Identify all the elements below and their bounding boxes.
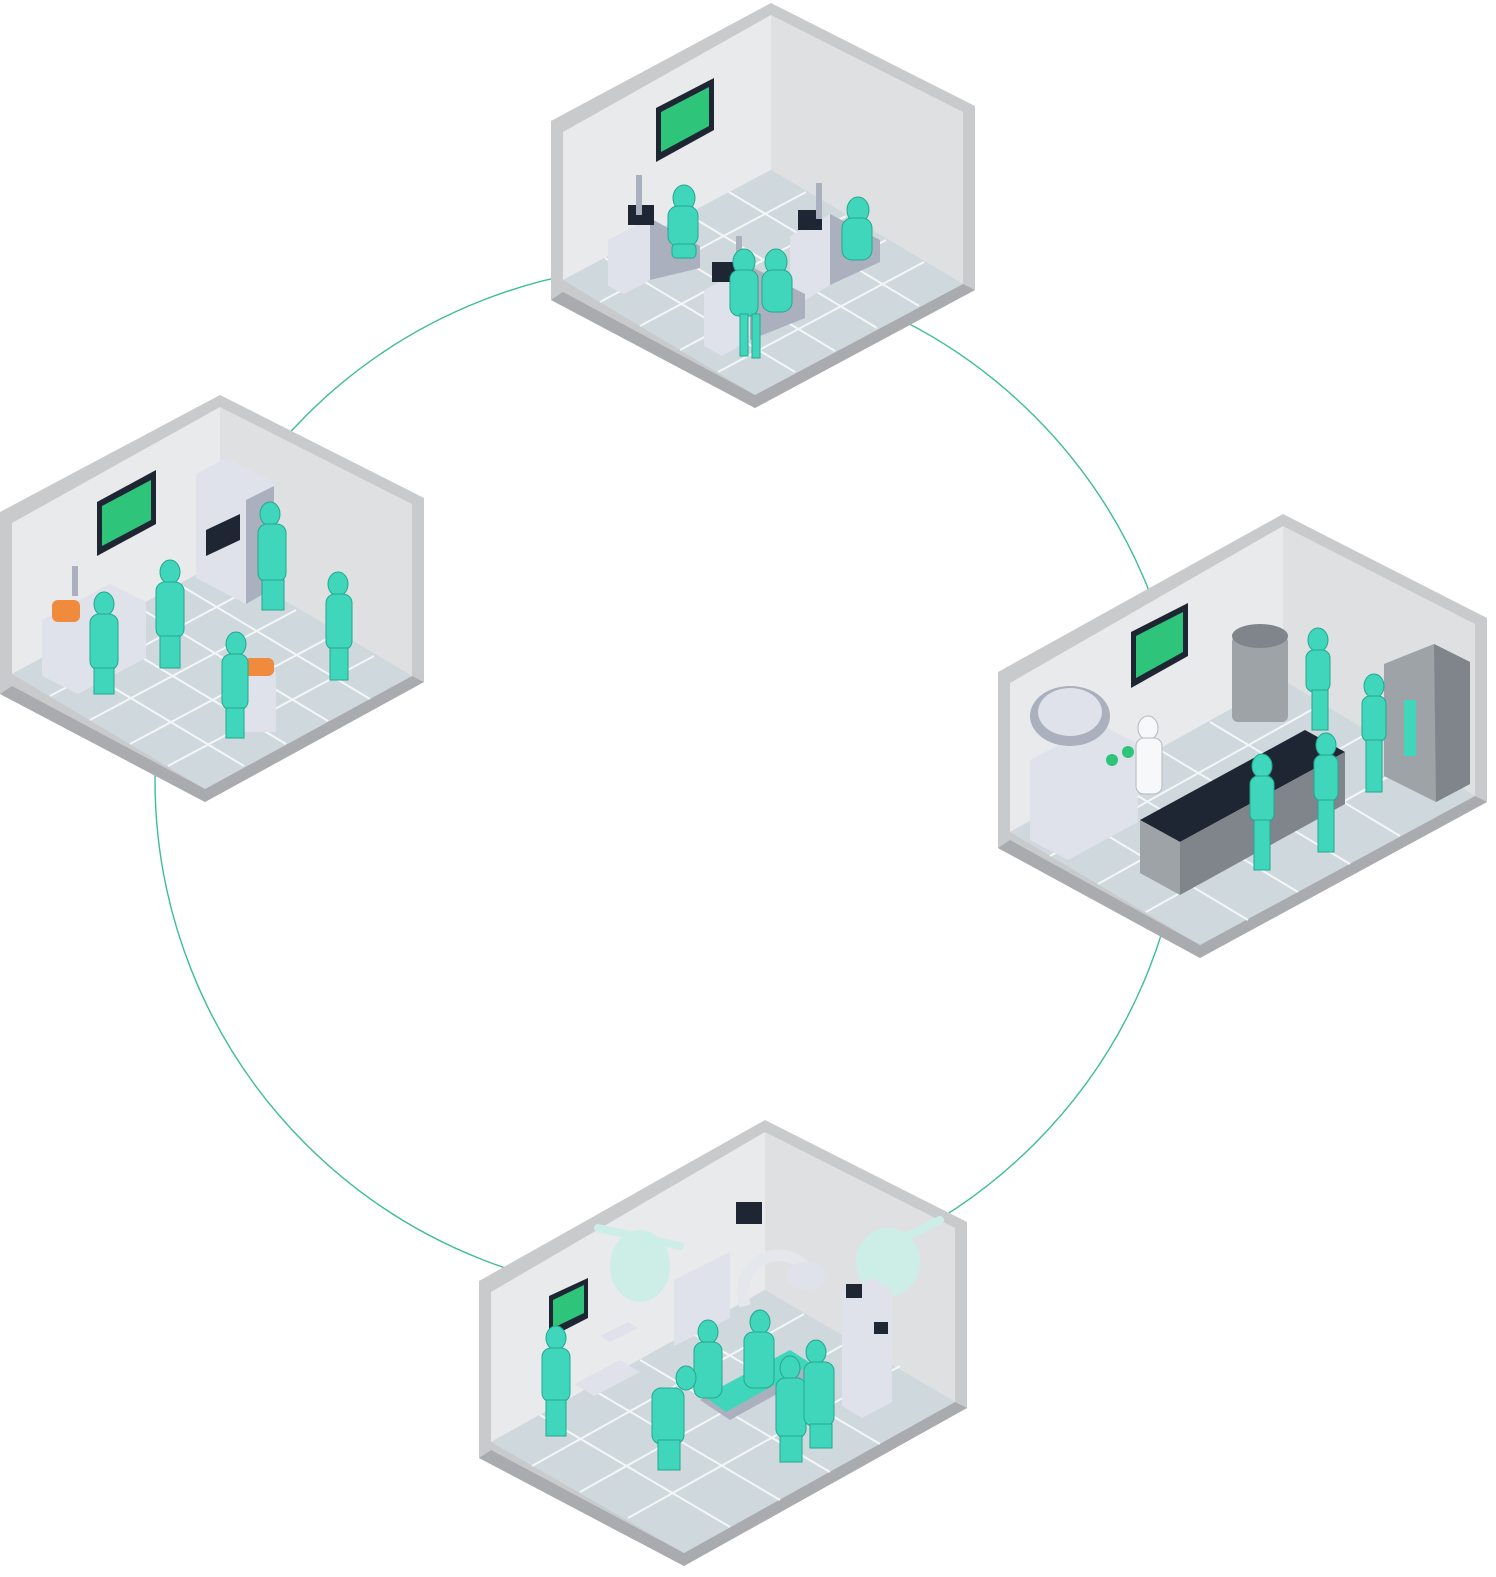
room-pharma-production [998,514,1487,958]
anesthesia-cart [842,1278,892,1418]
reactor-vessel [1030,686,1138,860]
wall-monitor [1131,603,1188,688]
cleanroom-staff [89,501,353,739]
room-cleanroom-lab [0,395,424,802]
technician-group [667,184,873,359]
c-arm-xray [674,1202,826,1346]
scientist-white-coat [1135,715,1163,795]
wall-monitor [97,470,156,556]
instrument-trolley [574,1322,640,1396]
operator-group [1249,627,1387,871]
wall-monitor [656,78,714,162]
room-data-analysis [551,3,975,408]
surgical-team [541,1309,835,1471]
steel-drum [1232,624,1288,722]
room-operating-room [479,1120,967,1566]
wall-monitor [549,1278,588,1338]
refrigerator [1384,644,1470,802]
